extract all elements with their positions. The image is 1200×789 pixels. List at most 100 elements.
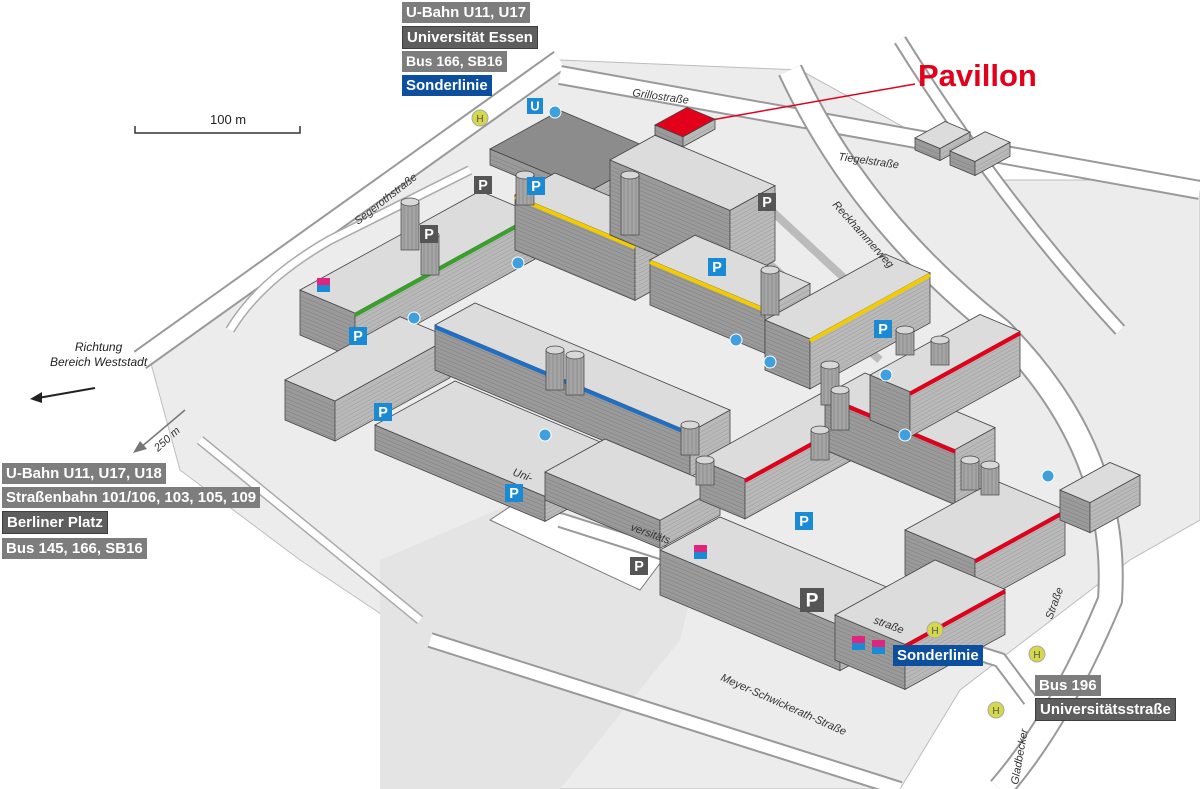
svg-text:P: P (806, 591, 819, 612)
svg-text:P: P (353, 329, 363, 345)
parking-icon[interactable]: P (758, 193, 776, 211)
red-stripe (904, 589, 1006, 649)
cylinder-tower (400, 197, 420, 251)
bus-stop-icon[interactable]: H (987, 701, 1005, 719)
building-left (284, 316, 451, 442)
svg-text:H: H (931, 626, 938, 637)
svg-text:H: H (992, 706, 999, 717)
cylinder-tower (830, 385, 850, 431)
red-stripe (974, 510, 1066, 564)
parking-icon[interactable]: P (800, 588, 824, 612)
svg-text:P: P (478, 178, 488, 194)
transit-left-tram: Straßenbahn 101/106, 103, 105, 109 (2, 487, 261, 508)
transit-left-ubahn: U-Bahn U11, U17, U18 (2, 463, 166, 484)
red-stripe (909, 331, 1021, 396)
building-red-upper (869, 314, 1021, 438)
building-yellow-wing (764, 253, 931, 390)
towers (400, 170, 1000, 496)
pavillon-building (654, 106, 716, 148)
direction-line-2: Bereich Weststadt (50, 355, 148, 369)
transit-top-ubahn: U-Bahn U11, U17 (402, 2, 531, 23)
cylinder-tower (680, 420, 700, 456)
map-icons: P P P P P P P P P P P P U H H H H (317, 98, 1055, 719)
accessible-toilet-icon (694, 545, 707, 559)
info-point-icon (548, 105, 562, 119)
info-point-icon (763, 355, 777, 369)
cylinder-tower (930, 335, 950, 366)
transit-top-bus: Bus 166, SB16 (402, 51, 507, 72)
svg-text:P: P (799, 514, 809, 530)
parking-icon[interactable]: P (420, 225, 438, 243)
ubahn-icon[interactable]: U (527, 98, 543, 114)
transit-right-sonderlinie: Sonderlinie (893, 645, 983, 666)
distance-arrow-head (133, 441, 147, 453)
svg-text:P: P (378, 405, 388, 421)
cylinder-tower (810, 425, 830, 461)
svg-text:P: P (509, 486, 519, 502)
transit-top-sonderlinie: Sonderlinie (402, 75, 492, 96)
info-point-icon (538, 428, 552, 442)
cylinder-tower (620, 170, 640, 236)
svg-text:U: U (530, 98, 539, 113)
svg-text:H: H (1033, 650, 1040, 661)
info-point-icon (729, 333, 743, 347)
disabled-parking-icon[interactable]: P (874, 320, 892, 338)
yellow-stripe (514, 195, 636, 250)
transit-right-bus: Bus 196 (1035, 675, 1101, 696)
cylinder-tower (565, 350, 585, 396)
svg-text:P: P (531, 179, 541, 195)
accessible-toilet-icon (852, 636, 865, 650)
svg-text:P: P (424, 227, 434, 243)
svg-text:P: P (634, 559, 644, 575)
disabled-parking-icon[interactable]: P (374, 403, 392, 421)
info-point-icon (898, 428, 912, 442)
buildings (284, 106, 1141, 691)
building-flat-2 (544, 438, 721, 549)
disabled-parking-icon[interactable]: P (505, 484, 523, 502)
yellow-stripe (649, 260, 766, 313)
building-far-right (1059, 462, 1141, 534)
building-top-right-1 (914, 121, 971, 162)
svg-text:P: P (762, 195, 772, 211)
transit-top-station: Universität Essen (402, 26, 538, 49)
info-point-icon (879, 368, 893, 382)
parking-icon[interactable]: P (474, 176, 492, 194)
info-point-icon (511, 256, 525, 270)
building-top-right-2 (949, 131, 1011, 177)
transit-left-bus: Bus 145, 166, SB16 (2, 538, 147, 559)
direction-arrow (37, 387, 96, 399)
accessible-toilet-icon (317, 278, 330, 292)
cylinder-tower (695, 455, 715, 486)
cylinder-tower (980, 460, 1000, 496)
info-point-icon (1041, 469, 1055, 483)
direction-line-1: Richtung (74, 340, 123, 354)
disabled-parking-icon[interactable]: P (708, 258, 726, 276)
disabled-parking-icon[interactable]: P (795, 512, 813, 530)
svg-text:P: P (878, 322, 888, 338)
cylinder-tower (760, 265, 780, 316)
scale-bar (134, 126, 301, 134)
disabled-parking-icon[interactable]: P (349, 327, 367, 345)
pavillon-pointer-line (699, 83, 916, 123)
svg-text:H: H (476, 114, 483, 125)
bus-stop-icon[interactable]: H (471, 109, 489, 127)
green-stripe (354, 214, 536, 317)
disabled-parking-icon[interactable]: P (527, 177, 545, 195)
distance-arrow (139, 409, 186, 449)
transit-right-station: Universitätsstraße (1035, 698, 1176, 721)
svg-text:P: P (712, 260, 722, 276)
cylinder-tower (545, 345, 565, 391)
pavillon-label: Pavillon (918, 58, 1037, 93)
cylinder-tower (895, 325, 915, 356)
cylinder-tower (960, 455, 980, 491)
bus-stop-icon[interactable]: H (926, 621, 944, 639)
yellow-stripe (809, 273, 931, 343)
accessible-toilet-icon (872, 640, 885, 654)
bus-stop-icon[interactable]: H (1028, 645, 1046, 663)
info-point-icon (407, 311, 421, 325)
transit-left-station: Berliner Platz (2, 511, 108, 534)
direction-label: Richtung Bereich Weststadt (50, 340, 147, 370)
parking-icon[interactable]: P (630, 557, 648, 575)
